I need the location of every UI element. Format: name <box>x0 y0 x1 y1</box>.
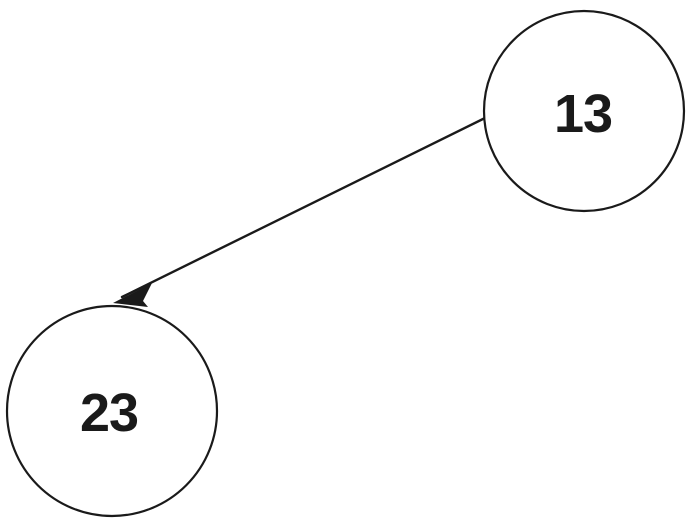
node-23-label: 23 <box>80 383 138 443</box>
node-13[interactable]: 13 <box>482 9 686 213</box>
node-23[interactable]: 23 <box>5 304 219 518</box>
edge-line <box>120 116 487 299</box>
arrowhead-icon <box>113 283 152 307</box>
node-23-circle <box>5 304 219 518</box>
node-13-circle <box>482 9 686 213</box>
node-13-label: 13 <box>554 84 612 144</box>
edge-13-to-23[interactable] <box>113 116 487 307</box>
